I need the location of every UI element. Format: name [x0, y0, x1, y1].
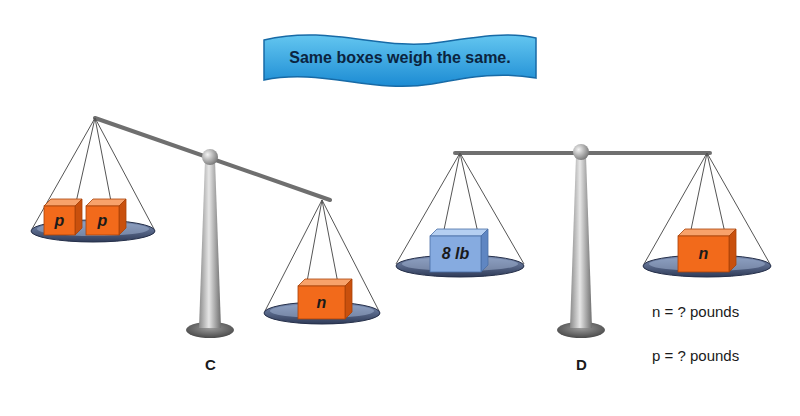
weight-box: n [678, 229, 736, 272]
unknown-note: n = ? pounds [652, 303, 739, 320]
scale-letter: C [205, 356, 216, 373]
banner-text: Same boxes weigh the same. [289, 49, 510, 67]
weight-box: 8 lb [430, 229, 488, 272]
weight-box: n [298, 279, 352, 319]
box-label: p [55, 212, 65, 230]
scale-letter: D [576, 356, 587, 373]
weight-box: p [86, 199, 126, 235]
box-label: n [317, 294, 327, 312]
unknown-note: p = ? pounds [652, 347, 739, 364]
scale-d [396, 144, 771, 338]
weight-box: p [44, 199, 82, 235]
box-label: n [699, 245, 709, 263]
title-banner: Same boxes weigh the same. [262, 28, 538, 88]
box-label: p [98, 212, 108, 230]
scale-c [31, 118, 380, 338]
box-label: 8 lb [442, 245, 470, 263]
